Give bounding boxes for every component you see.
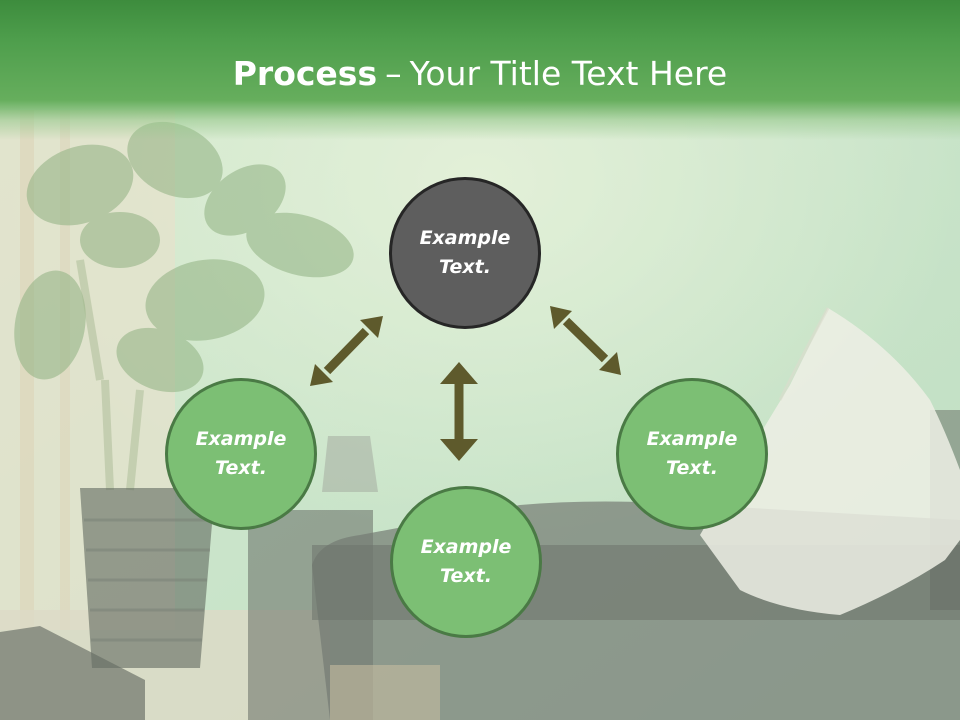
slide-title: Process–Your Title Text Here — [0, 50, 960, 98]
process-node-bottom[interactable]: Example Text. — [390, 486, 542, 638]
node-text-line2: Text. — [440, 565, 492, 587]
node-text-line2: Text. — [215, 457, 267, 479]
process-node-left[interactable]: Example Text. — [165, 378, 317, 530]
title-bold: Process — [232, 54, 378, 93]
node-text-line2: Text. — [439, 256, 491, 278]
title-text: Your Title Text Here — [409, 54, 728, 93]
title-bar: Process–Your Title Text Here — [0, 0, 960, 140]
node-text-line1: Example — [419, 227, 511, 249]
node-text-line2: Text. — [666, 457, 718, 479]
title-dash: – — [385, 54, 402, 93]
process-node-top[interactable]: Example Text. — [389, 177, 541, 329]
node-text-line1: Example — [195, 428, 287, 450]
node-text-line1: Example — [646, 428, 738, 450]
process-node-right[interactable]: Example Text. — [616, 378, 768, 530]
node-text-line1: Example — [420, 536, 512, 558]
